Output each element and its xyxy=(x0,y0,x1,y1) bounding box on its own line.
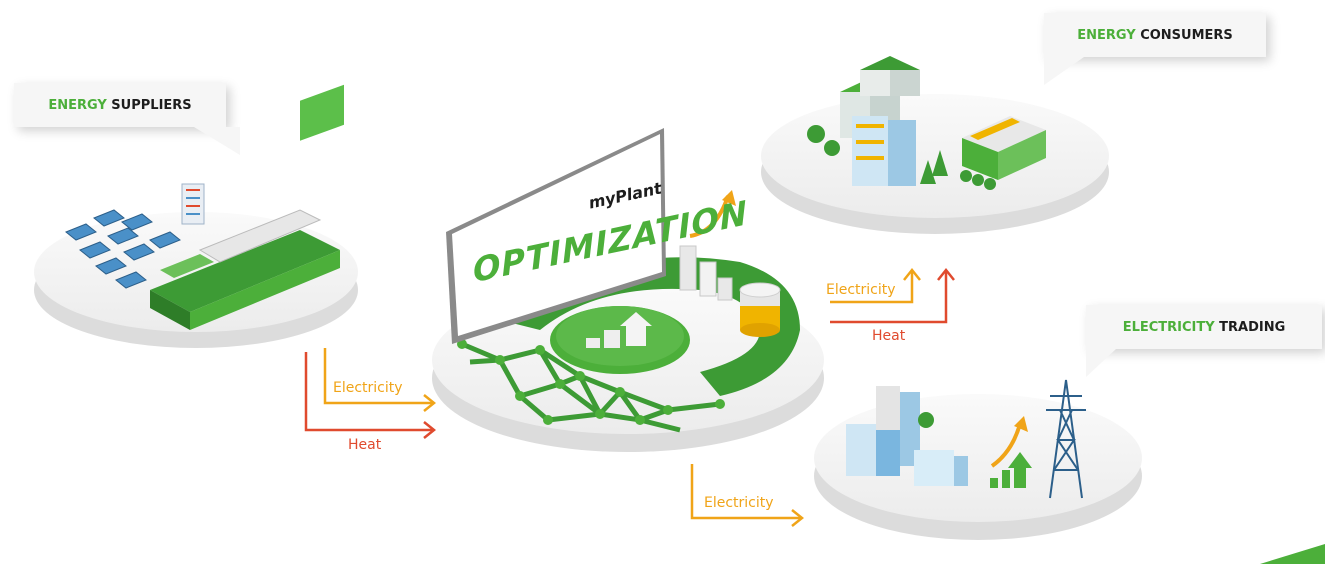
callout-electricity-trading: ELECTRICITY TRADING xyxy=(1086,305,1322,377)
gas-engine-icon xyxy=(150,84,344,330)
callout-consumers-rest: CONSUMERS xyxy=(1135,27,1233,43)
growth-chart-icon xyxy=(990,416,1032,488)
callout-consumers-accent: ENERGY xyxy=(1077,27,1136,43)
heat-tower-icon xyxy=(181,183,205,225)
electricity-consumers-label: Electricity xyxy=(826,282,896,298)
callout-energy-suppliers: ENERGY SUPPLIERS xyxy=(14,83,240,155)
callout-trading-rest: TRADING xyxy=(1214,319,1286,335)
callout-tail xyxy=(1044,57,1084,85)
consumer-buildings-icon xyxy=(840,56,1046,186)
network-nodes xyxy=(457,339,725,425)
callout-tail xyxy=(194,127,240,155)
callout-trading-accent: ELECTRICITY xyxy=(1122,319,1215,335)
bar-chart-icon xyxy=(679,190,736,301)
heat-input-label: Heat xyxy=(348,437,382,453)
heat-output-arrow xyxy=(830,267,955,324)
callout-energy-consumers: ENERGY CONSUMERS xyxy=(1044,13,1266,85)
corner-accent xyxy=(1260,544,1325,564)
monitor-frame xyxy=(446,128,666,344)
electricity-output-consumers-arrow xyxy=(830,267,921,304)
callout-suppliers-accent: ENERGY xyxy=(48,97,107,113)
electricity-input-arrow xyxy=(323,348,437,412)
electricity-input-label: Electricity xyxy=(333,380,403,396)
power-pylon-icon xyxy=(1046,379,1086,499)
electricity-output-trading-arrow xyxy=(690,464,805,527)
trading-buildings-icon xyxy=(846,386,968,486)
callout-suppliers-rest: SUPPLIERS xyxy=(106,97,192,113)
consumers-platform xyxy=(761,94,1109,234)
solar-panels-icon xyxy=(65,209,181,289)
callout-tail xyxy=(1086,349,1116,377)
storage-cylinder-icon xyxy=(739,282,781,337)
heat-input-arrow xyxy=(304,352,437,439)
heat-consumers-label: Heat xyxy=(872,328,906,344)
electricity-trading-label: Electricity xyxy=(704,495,774,511)
trees-icon xyxy=(807,125,996,190)
